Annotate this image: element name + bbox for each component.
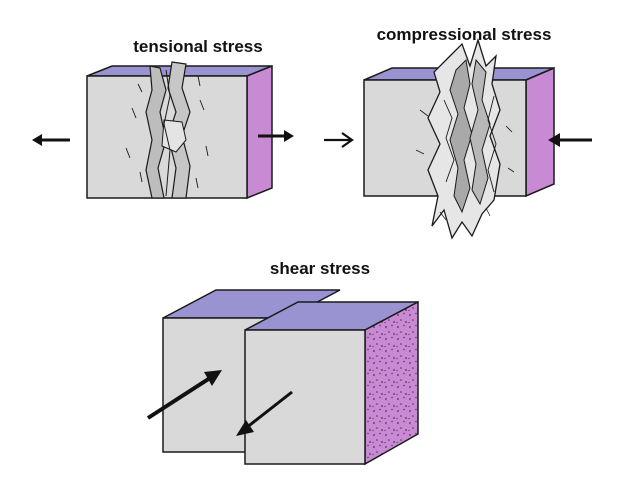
shear-front-side-face <box>364 300 419 466</box>
shear-label: shear stress <box>270 259 370 278</box>
compression-fold-zone <box>415 37 515 240</box>
arrow-right-icon <box>258 130 294 142</box>
arrow-left-icon <box>548 133 592 147</box>
tension-label: tensional stress <box>133 37 262 56</box>
arrow-left-icon <box>32 134 70 146</box>
arrow-down-left-icon <box>236 390 293 436</box>
compression-side-face <box>525 66 555 198</box>
shear-block: shear stress <box>146 259 419 466</box>
shear-front-front-face <box>244 329 366 465</box>
arrow-right-icon <box>324 132 354 148</box>
tension-crack-zone <box>125 61 209 199</box>
tension-side-face <box>246 64 273 200</box>
compression-label: compressional stress <box>377 25 552 44</box>
compression-block: compressional stress <box>324 25 592 240</box>
tension-block: tensional stress <box>32 37 294 200</box>
arrow-up-right-icon <box>146 370 222 420</box>
